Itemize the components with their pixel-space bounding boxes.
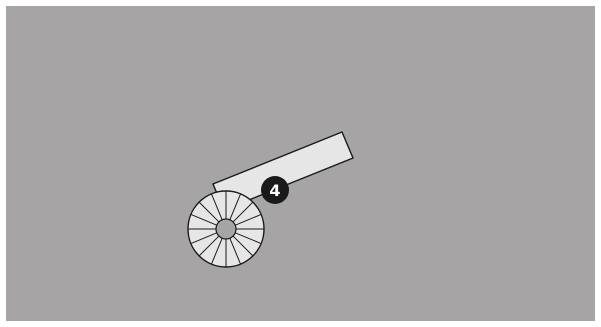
cannon-wheel[interactable]: [188, 191, 264, 267]
step-badge-label: 4: [269, 181, 280, 200]
step-badge: 4: [261, 176, 289, 204]
wheel-hub: [216, 219, 236, 239]
